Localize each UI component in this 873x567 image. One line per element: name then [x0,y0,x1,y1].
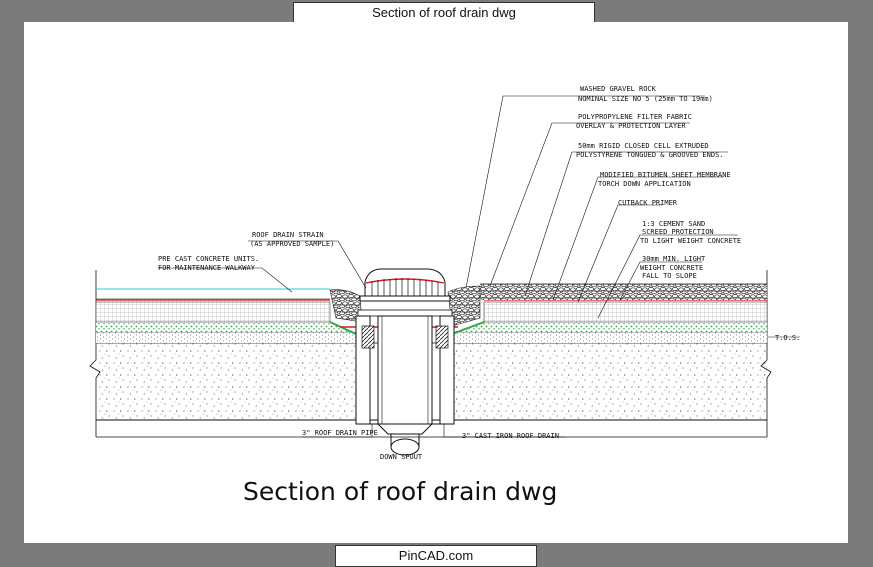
drawing-caption: Section of roof drain dwg [243,477,557,506]
label-lwc-3: FALL TO SLOPE [642,272,697,280]
label-gravel-2: NOMINAL SIZE NO 5 (25mm TO 19mm) [578,95,713,103]
label-lwc-1: 30mm MIN. LIGHT [642,255,706,263]
label-drain-pipe: 3" ROOF DRAIN PIPE [302,429,378,437]
roof-drain-body [355,268,455,456]
label-membrane-2: TORCH DOWN APPLICATION [598,180,691,188]
label-gravel-1: WASHED GRAVEL ROCK [580,85,657,93]
label-cast-iron-drain: 3" CAST IRON ROOF DRAIN [462,432,559,440]
footer-site[interactable]: PinCAD.com [335,545,537,567]
leader-lines [158,95,800,438]
label-screed-3: TO LIGHT WEIGHT CONCRETE [640,237,741,245]
label-insulation-1: 50mm RIGID CLOSED CELL EXTRUDED [578,142,709,150]
label-precast-2: FOR MAINTENANCE WALKWAY [158,264,256,272]
label-primer: CUTBACK PRIMER [618,199,678,207]
light-weight-concrete-layer [96,321,767,335]
label-screed-2: SCREED PROTECTION [642,228,714,236]
label-strain-2: (AS APPROVED SAMPLE) [250,240,334,248]
label-screed-1: 1:3 CEMENT SAND [642,220,705,228]
label-fabric-1: POLYPROPYLENE FILTER FABRIC [578,113,692,121]
label-tos: T.O.S. [775,334,800,342]
annotation-labels: WASHED GRAVEL ROCK NOMINAL SIZE NO 5 (25… [158,85,800,461]
label-fabric-2: OVERLAY & PROTECTION LAYER [576,122,686,130]
label-lwc-2: WEIGHT CONCRETE [640,264,703,272]
label-membrane-1: MODIFIED BITUMEN SHEET MEMBRANE [600,171,731,179]
insulation-layer [95,301,768,323]
label-insulation-2: POLYSTYRENE TONGUED & GROOVED ENDS. [576,151,724,159]
label-precast-1: PRE CAST CONCRETE UNITS. [158,255,259,263]
precast-walkway [96,288,330,300]
label-down-spout: DOWN SPOUT [380,453,423,461]
label-strain-1: ROOF DRAIN STRAIN [252,231,324,239]
gravel-layer [329,283,767,327]
